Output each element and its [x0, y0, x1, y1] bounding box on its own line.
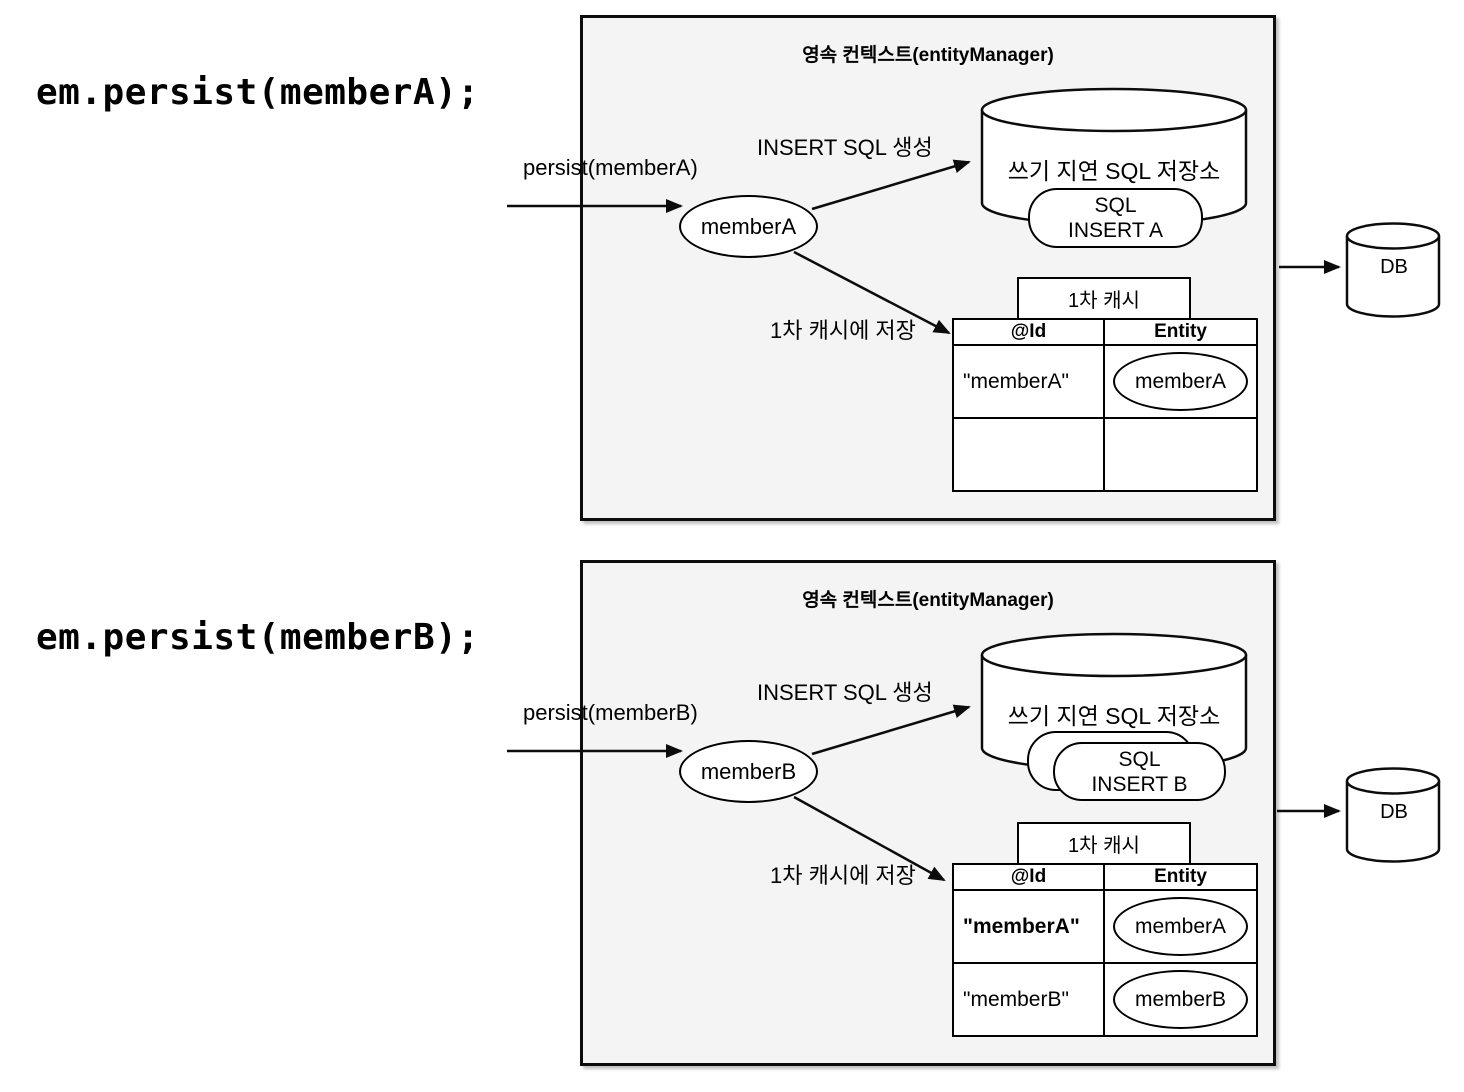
sql-store-title: 쓰기 지연 SQL 저장소 [1007, 158, 1221, 184]
cache-table-col-id: @Id [954, 865, 1105, 889]
cached-entity-label: memberA [1134, 369, 1227, 393]
db-label: DB [1380, 801, 1408, 823]
persistence-context-title: 영속 컨텍스트(entityManager) [802, 590, 1054, 611]
sql-store-title: 쓰기 지연 SQL 저장소 [1007, 703, 1221, 729]
entity-instance-label: memberB [700, 758, 797, 784]
code-statement: em.persist(memberA); [36, 72, 480, 113]
diagram-panel-persist-memberA: em.persist(memberA); 영속 컨텍스트(entityManag… [0, 0, 1464, 545]
persistence-context-title: 영속 컨텍스트(entityManager) [802, 45, 1054, 66]
db-cylinder-icon [1345, 222, 1441, 318]
table-row: "memberA" memberA [954, 344, 1256, 417]
sql-card: SQL INSERT B [1053, 742, 1226, 801]
table-row: "memberB" memberB [954, 962, 1256, 1035]
db-cylinder-icon [1345, 767, 1441, 863]
entity-instance-label: memberA [700, 213, 797, 239]
diagram-panel-persist-memberB: em.persist(memberB); 영속 컨텍스트(entityManag… [0, 545, 1464, 1090]
first-level-cache-tab: 1차 캐시 [1017, 822, 1191, 865]
first-level-cache-tab: 1차 캐시 [1017, 277, 1191, 320]
insert-sql-label: INSERT SQL 생성 [757, 135, 933, 160]
cache-row-entity-cell: memberA [1105, 346, 1256, 417]
persist-call-label: persist(memberB) [523, 700, 698, 725]
cache-row-entity-cell [1105, 419, 1256, 490]
table-row: "memberA" memberA [954, 889, 1256, 962]
sql-card-line2: INSERT B [1091, 772, 1188, 796]
first-level-cache-table: @Id Entity "memberA" memberA "memberB" m… [952, 863, 1258, 1037]
cache-table-col-entity: Entity [1154, 866, 1207, 887]
cache-save-label: 1차 캐시에 저장 [770, 863, 916, 888]
code-statement: em.persist(memberB); [36, 617, 480, 658]
persist-call-label: persist(memberA) [523, 155, 698, 180]
cached-entity-label: memberA [1134, 914, 1227, 938]
first-level-cache-table: @Id Entity "memberA" memberA [952, 318, 1258, 492]
db-label: DB [1380, 256, 1408, 278]
cache-row-id [954, 419, 1105, 490]
entity-instance-ellipse: memberB [679, 740, 818, 803]
cache-row-id: "memberA" [954, 891, 1105, 962]
entity-instance-ellipse: memberA [679, 195, 818, 258]
sql-card-line1: SQL [1094, 194, 1137, 217]
sql-card: SQL INSERT A [1028, 188, 1203, 248]
table-row-empty [954, 417, 1256, 490]
cache-row-id: "memberA" [954, 346, 1105, 417]
cache-table-header-row: @Id Entity [954, 865, 1256, 889]
cache-save-label: 1차 캐시에 저장 [770, 318, 916, 343]
cache-row-id: "memberB" [954, 964, 1105, 1035]
sql-card-line1: SQL [1118, 747, 1161, 771]
sql-card-line2: INSERT A [1068, 219, 1163, 242]
cache-table-header-row: @Id Entity [954, 320, 1256, 344]
cache-row-entity-cell: memberB [1105, 964, 1256, 1035]
cached-entity-ellipse: memberB [1113, 970, 1248, 1029]
cache-table-col-id: @Id [954, 320, 1105, 344]
cache-table-col-entity: Entity [1154, 321, 1207, 342]
cached-entity-ellipse: memberA [1113, 352, 1248, 411]
insert-sql-label: INSERT SQL 생성 [757, 680, 933, 705]
cached-entity-ellipse: memberA [1113, 897, 1248, 956]
cached-entity-label: memberB [1134, 987, 1227, 1011]
cache-row-entity-cell: memberA [1105, 891, 1256, 962]
